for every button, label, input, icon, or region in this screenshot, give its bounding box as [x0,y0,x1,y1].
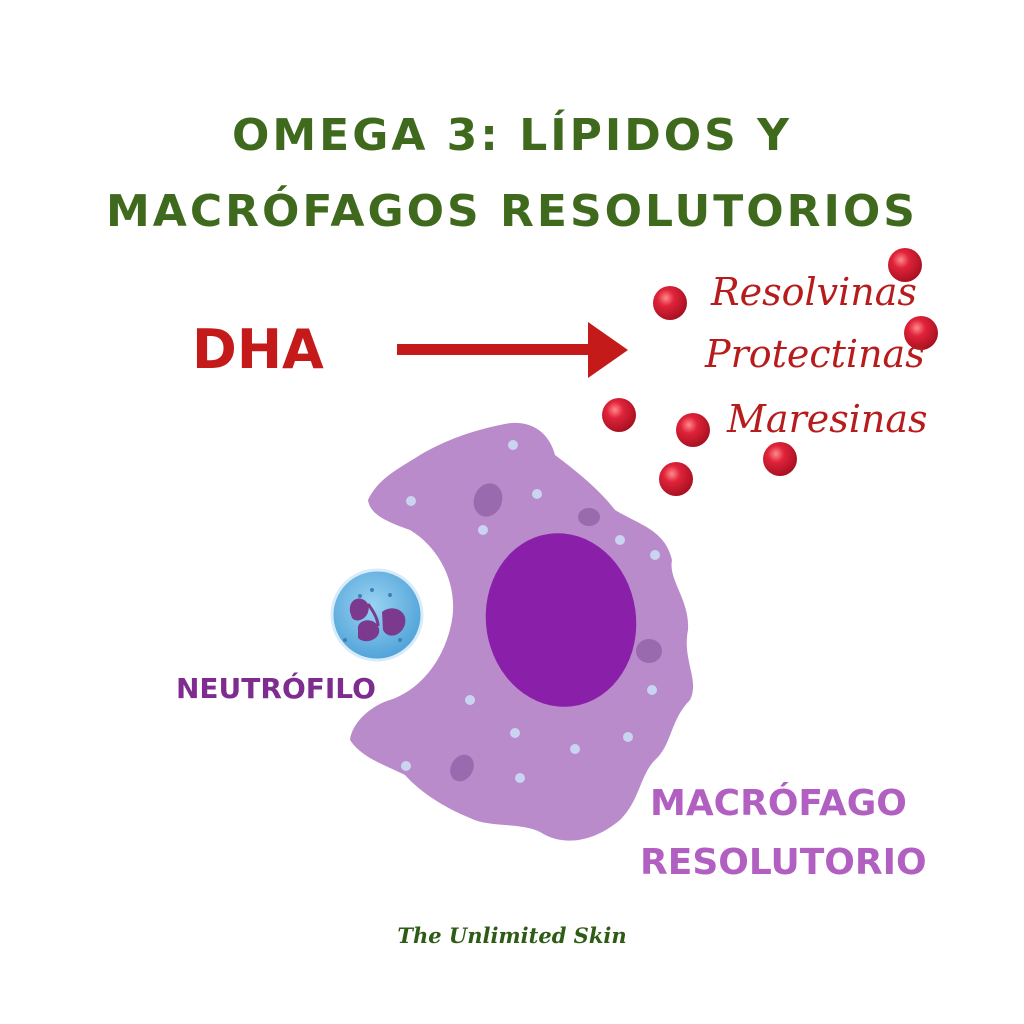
title-line-1: OMEGA 3: LÍPIDOS Y [231,110,793,161]
mediator-label-maresinas: Maresinas [727,397,928,441]
mediator-particle [888,248,922,282]
title-line-2: MACRÓFAGOS RESOLUTORIOS [106,186,918,237]
macrophage-label-line-1: MACRÓFAGO [650,783,907,824]
mediator-particle [763,442,797,476]
brand-signature: The Unlimited Skin [397,923,627,948]
macrophage-nucleus [485,533,637,707]
mediator-label-resolvinas: Resolvinas [711,270,917,314]
mediator-particles [602,248,938,496]
mediator-particle [904,316,938,350]
mediator-particle [676,413,710,447]
dha-label: DHA [192,318,324,381]
mediator-particle [602,398,636,432]
neutrophil-label: NEUTRÓFILO [176,672,376,705]
mediator-particle [659,462,693,496]
arrow-dha-to-mediators [397,322,628,378]
macrophage-cell [350,422,694,841]
macrophage-label-line-2: RESOLUTORIO [640,842,927,883]
neutrophil-cell [330,568,424,662]
mediator-label-protectinas: Protectinas [705,332,925,376]
mediator-particle [653,286,687,320]
